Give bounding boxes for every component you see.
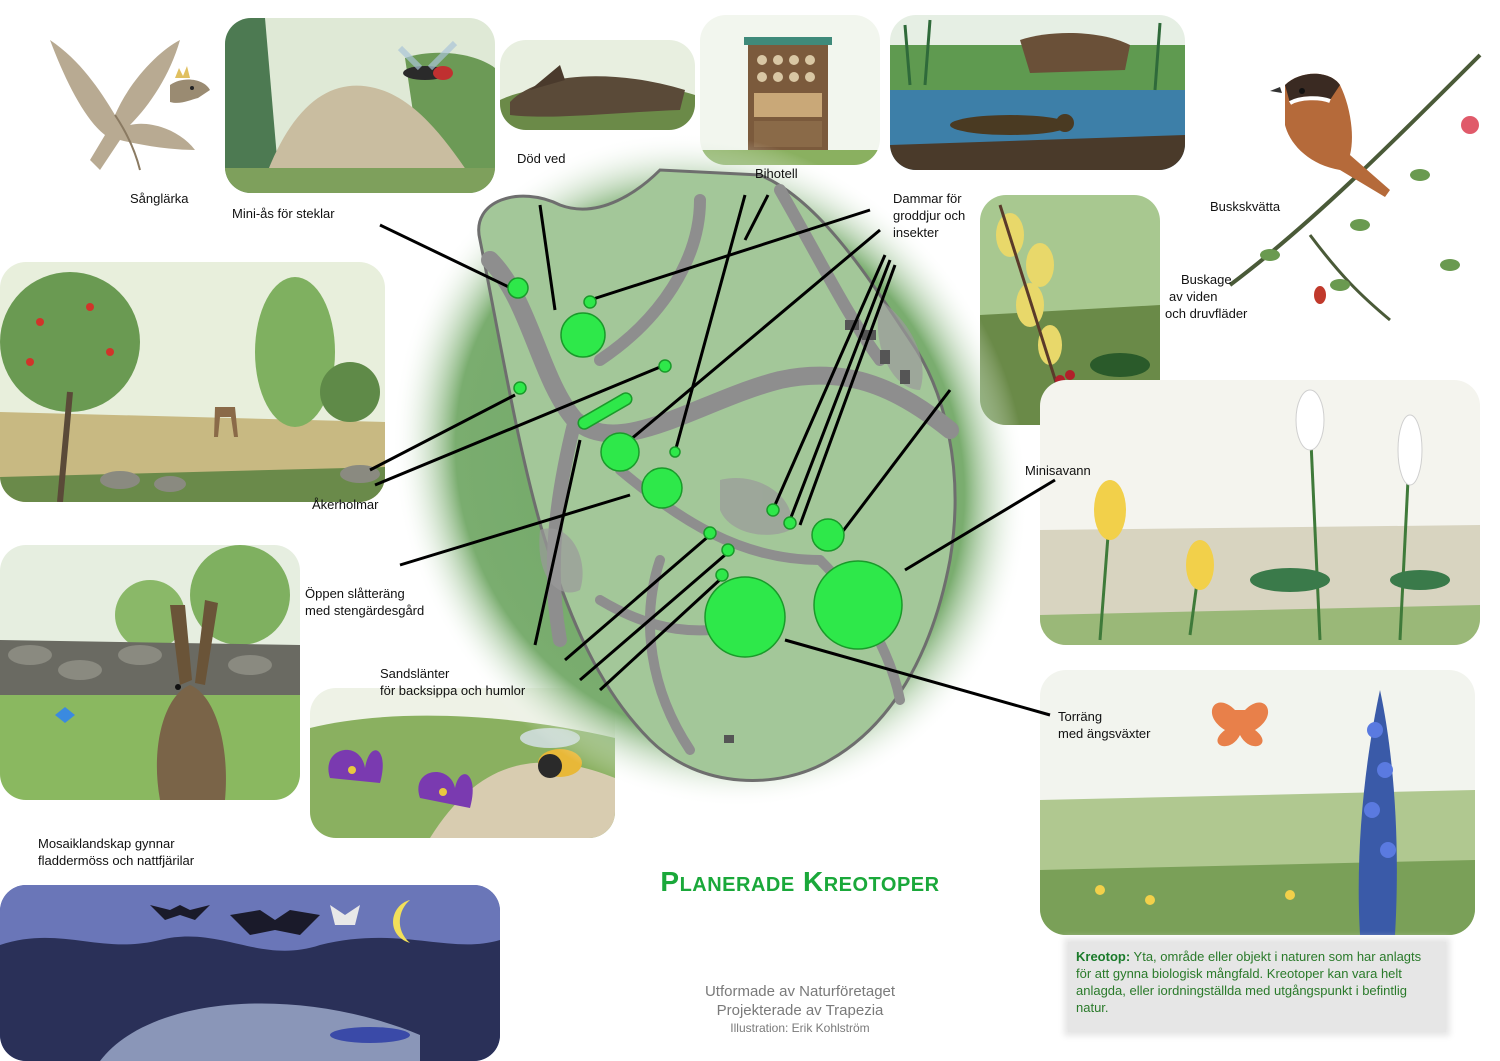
kreotop-markers [507, 277, 903, 658]
label-bihotell: Bihotell [755, 166, 798, 181]
darker-zones [539, 300, 923, 593]
definition-box: Kreotop: Yta, område eller objekt i natu… [1068, 942, 1446, 1032]
marker-minisavann [813, 560, 903, 650]
credits-line3: Illustration: Erik Kohlström [730, 1021, 870, 1035]
marker-pond-1 [560, 312, 606, 358]
marker-stone-wall [577, 392, 633, 430]
credits-line1: Utformade av Naturföretaget [704, 983, 896, 1000]
poster-title: Planerade Kreotoper [660, 866, 940, 897]
label-mosaik-line1: Mosaiklandskap gynnar [38, 836, 175, 851]
label-sandslanter-line1: Sandslänter [380, 666, 450, 681]
definition-term: Kreotop: [1076, 949, 1131, 964]
label-torrang-line1: Torräng [1058, 709, 1103, 724]
label-torrang: Torräng med ängsväxter [1058, 708, 1151, 742]
label-mini-as: Mini-ås för steklar [232, 206, 335, 221]
marker-small-1 [766, 503, 780, 517]
marker-small-2 [783, 516, 797, 530]
label-buskage: Buskage av viden och druvfläder [1165, 271, 1247, 322]
label-buskage-line1: Buskage [1181, 272, 1232, 287]
marker-pond-4 [811, 518, 845, 552]
label-dammar-line3: insekter [893, 225, 939, 240]
marker-pond-3 [641, 467, 683, 509]
marker-sand-2 [721, 543, 735, 557]
credits: Utformade av Naturföretaget Projekterade… [560, 982, 1040, 1036]
label-dod-ved: Död ved [517, 151, 566, 166]
label-buskage-line2: av viden [1169, 289, 1218, 304]
label-dammar: Dammar för groddjur och insekter [893, 190, 965, 241]
marker-pond-2 [600, 432, 640, 472]
label-sanglarka: Sånglärka [130, 191, 189, 206]
label-oppen-line2: med stengärdesgård [305, 603, 425, 618]
marker-akerholme-1 [513, 381, 527, 395]
label-oppen-slattering: Öppen slåtteräng med stengärdesgård [305, 585, 424, 619]
label-sandslanter: Sandslänter för backsippa och humlor [380, 665, 525, 699]
label-sandslanter-line2: för backsippa och humlor [380, 683, 526, 698]
marker-mini-as [507, 277, 529, 299]
label-buskage-line3: och druvfläder [1165, 306, 1248, 321]
label-mosaik: Mosaiklandskap gynnar fladdermöss och na… [38, 835, 194, 869]
definition-text: Yta, område eller objekt i naturen som h… [1076, 949, 1422, 1015]
sand-mound-illustration [225, 18, 495, 193]
marker-torrang [704, 576, 786, 658]
pond-illustration [890, 15, 1185, 170]
hare-wall-illustration [0, 545, 300, 800]
marker-dod-ved [583, 295, 597, 309]
whinchat-illustration [1190, 25, 1490, 325]
label-oppen-line1: Öppen slåtteräng [305, 586, 405, 601]
skylark-illustration [20, 20, 220, 195]
label-akerholmar: Åkerholmar [312, 497, 379, 512]
label-torrang-line2: med ängsväxter [1058, 726, 1151, 741]
label-mosaik-line2: fladdermöss och nattfjärilar [38, 853, 195, 868]
label-buskskvatta: Buskskvätta [1210, 199, 1281, 214]
callout-lines [369, 194, 1056, 717]
butterfly-meadow-illustration [1040, 670, 1475, 935]
marker-bihotell [669, 446, 681, 458]
dead-wood-illustration [500, 40, 695, 130]
label-dammar-line2: groddjur och [893, 208, 966, 223]
credits-line2: Projekterade av Trapezia [716, 1002, 884, 1019]
label-dammar-line1: Dammar för [893, 191, 962, 206]
bee-hotel-illustration [700, 15, 880, 165]
night-bats-illustration [0, 885, 500, 1061]
marker-sand-1 [703, 526, 717, 540]
pasqueflower-illustration [310, 688, 615, 838]
meadow-deer-illustration [0, 262, 385, 502]
savanna-flowers-illustration [1040, 380, 1480, 645]
label-minisavann: Minisavann [1025, 463, 1091, 478]
marker-sand-3 [715, 568, 729, 582]
marker-akerholme-2 [658, 359, 672, 373]
